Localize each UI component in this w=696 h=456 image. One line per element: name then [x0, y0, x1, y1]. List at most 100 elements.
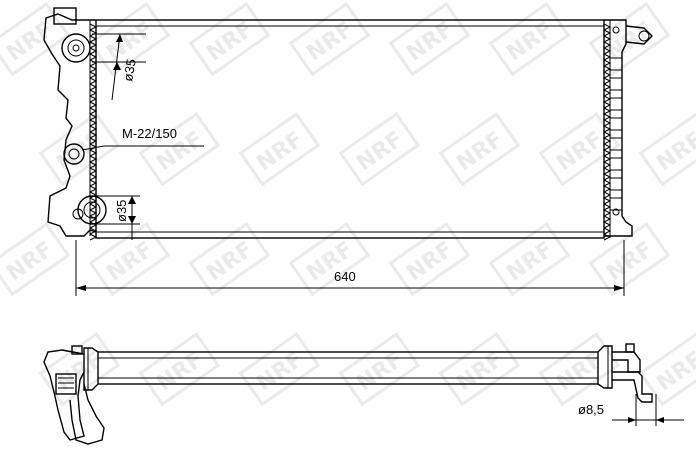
tank-rib: [609, 117, 623, 131]
core-fin-edges: [89, 23, 612, 241]
fin-tooth: [89, 233, 98, 241]
watermark-logo: NRF: [188, 2, 271, 77]
watermark-text: NRF: [552, 347, 608, 396]
watermark-text: NRF: [652, 127, 696, 176]
watermark-text: NRF: [102, 237, 158, 286]
fin-tooth: [89, 101, 98, 109]
fin-tooth: [89, 95, 98, 103]
watermark-logo: NRF: [638, 112, 696, 187]
outlet-pipe: [77, 195, 107, 225]
watermark-logo: NRF: [338, 332, 421, 407]
watermark-logo: NRF: [588, 2, 671, 77]
fin-tooth: [603, 221, 612, 229]
fin-tooth: [89, 83, 98, 91]
watermark-logo: NRF: [138, 112, 221, 187]
inlet-diameter-label: ø35: [120, 58, 139, 83]
side-core: [97, 351, 599, 385]
radiator-front-view: ø35 M-22/150 ø35 640: [43, 7, 653, 296]
watermark-logo: NRF: [538, 332, 621, 407]
fin-tooth: [603, 65, 612, 73]
fin-tooth: [89, 89, 98, 97]
fin-tooth: [89, 149, 98, 157]
fin-tooth: [603, 107, 612, 115]
fin-tooth: [603, 41, 612, 49]
watermark-logo: NRF: [388, 222, 471, 297]
watermark-logo: NRF: [388, 2, 471, 77]
watermark-logo: NRF: [188, 222, 271, 297]
fin-tooth: [89, 113, 98, 121]
watermark-text: NRF: [152, 347, 208, 396]
watermark-text: NRF: [652, 347, 696, 396]
watermark-text: NRF: [452, 347, 508, 396]
tank-rib: [609, 97, 623, 111]
tank-rib: [609, 197, 623, 211]
watermark-text: NRF: [202, 237, 258, 286]
watermark-logo: NRF: [488, 2, 571, 77]
fin-tooth: [603, 179, 612, 187]
outlet-diameter-label: ø35: [114, 200, 129, 222]
fin-tooth: [89, 41, 98, 49]
fin-tooth: [89, 161, 98, 169]
fin-tooth: [89, 107, 98, 115]
fin-tooth: [89, 179, 98, 187]
watermark-logo: NRF: [38, 112, 121, 187]
watermark-logo: NRF: [438, 112, 521, 187]
watermark-logo: NRF: [288, 2, 371, 77]
fin-tooth: [89, 35, 98, 43]
fin-tooth: [603, 137, 612, 145]
fin-tooth: [89, 53, 98, 61]
watermark-logo: NRF: [588, 222, 671, 297]
fin-tooth: [603, 77, 612, 85]
fin-tooth: [89, 185, 98, 193]
fin-tooth: [89, 167, 98, 175]
fin-tooth: [89, 209, 98, 217]
watermark-logo: NRF: [88, 222, 171, 297]
tank-rib: [609, 177, 623, 191]
watermark-logo: NRF: [288, 222, 371, 297]
fin-tooth: [603, 47, 612, 55]
fin-tooth: [603, 173, 612, 181]
fin-tooth: [603, 143, 612, 151]
fin-tooth: [603, 209, 612, 217]
fin-tooth: [603, 71, 612, 79]
watermark-text: NRF: [52, 127, 108, 176]
fin-tooth: [603, 101, 612, 109]
fin-tooth: [603, 35, 612, 43]
watermark-logo: NRF: [488, 222, 571, 297]
watermark-text: NRF: [202, 17, 258, 66]
fin-tooth: [89, 59, 98, 67]
tank-rib: [609, 77, 623, 91]
watermark-logo: NRF: [338, 112, 421, 187]
fin-tooth: [89, 71, 98, 79]
watermark-logo: NRF: [238, 112, 321, 187]
sensor-boss: [63, 143, 85, 165]
fin-tooth: [603, 149, 612, 157]
watermark-logo: NRF: [0, 222, 71, 297]
fin-tooth: [603, 29, 612, 37]
fin-tooth: [603, 53, 612, 61]
fin-tooth: [603, 197, 612, 205]
fin-tooth: [603, 113, 612, 121]
fin-tooth: [603, 23, 612, 31]
right-tank-ribs: [609, 57, 623, 211]
inlet-pipe: [61, 33, 91, 63]
watermark-text: NRF: [502, 17, 558, 66]
fin-tooth: [89, 23, 98, 31]
watermark-text: NRF: [252, 347, 308, 396]
watermark-text: NRF: [2, 237, 58, 286]
fin-tooth: [603, 233, 612, 241]
side-mounting-pin: [612, 371, 653, 403]
core-width-label: 640: [334, 269, 356, 284]
fin-tooth: [89, 191, 98, 199]
fin-tooth: [603, 125, 612, 133]
fin-tooth: [89, 131, 98, 139]
fin-tooth: [89, 203, 98, 211]
watermark-text: NRF: [352, 347, 408, 396]
tank-rib: [609, 157, 623, 171]
fin-tooth: [603, 155, 612, 163]
pin-diameter-label: ø8,5: [578, 402, 604, 417]
fin-tooth: [89, 137, 98, 145]
watermark-logo: NRF: [138, 332, 221, 407]
watermark-text: NRF: [602, 237, 658, 286]
